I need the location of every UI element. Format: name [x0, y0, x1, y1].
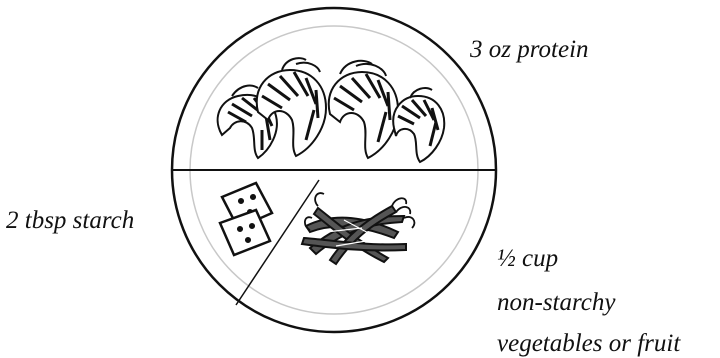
- vegetable-label-line-2: non-starchy: [497, 290, 616, 315]
- protein-label: 3 oz protein: [470, 37, 589, 62]
- starch-label: 2 tbsp starch: [6, 208, 134, 233]
- vegetable-label-line-1: ½ cup: [497, 246, 558, 271]
- vegetable-label-line-3: vegetables or fruit: [497, 331, 680, 356]
